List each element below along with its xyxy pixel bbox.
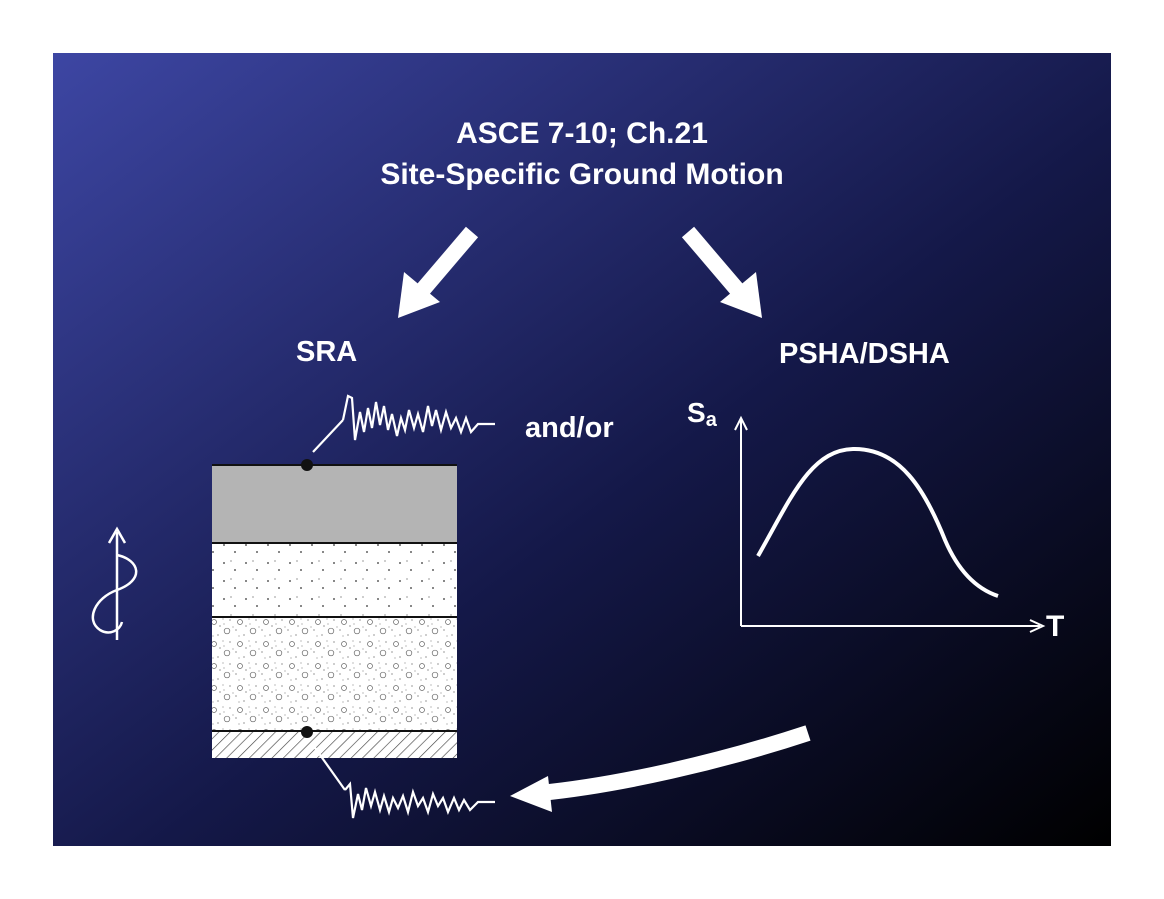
soil-layer-3 bbox=[212, 617, 457, 731]
curved-arrow-left-icon bbox=[510, 725, 811, 812]
soil-layer-2 bbox=[212, 543, 457, 617]
sra-label: SRA bbox=[296, 336, 357, 368]
shear-wave-icon bbox=[91, 526, 138, 640]
bedrock-layer bbox=[212, 731, 457, 758]
seismogram-icon bbox=[341, 394, 495, 441]
response-spectrum-plot bbox=[734, 415, 1046, 633]
soil-layer-1 bbox=[212, 465, 457, 543]
y-axis-label-main: S bbox=[687, 397, 706, 428]
arrow-down-left-icon bbox=[398, 226, 479, 318]
title-line-1: ASCE 7-10; Ch.21 bbox=[456, 117, 708, 150]
and-or-label: and/or bbox=[525, 412, 614, 444]
seismogram-icon bbox=[344, 781, 495, 819]
x-axis-label: T bbox=[1046, 610, 1064, 643]
surface-point bbox=[301, 459, 313, 471]
arrow-down-right-icon bbox=[681, 226, 762, 318]
y-axis-label-subscript: a bbox=[706, 409, 718, 431]
spectrum-curve bbox=[756, 446, 999, 598]
soil-column bbox=[212, 459, 457, 758]
title-line-2: Site-Specific Ground Motion bbox=[380, 158, 783, 191]
y-axis-label: Sa bbox=[687, 397, 718, 431]
psha-dsha-label: PSHA/DSHA bbox=[779, 338, 950, 370]
bedrock-point bbox=[301, 726, 313, 738]
